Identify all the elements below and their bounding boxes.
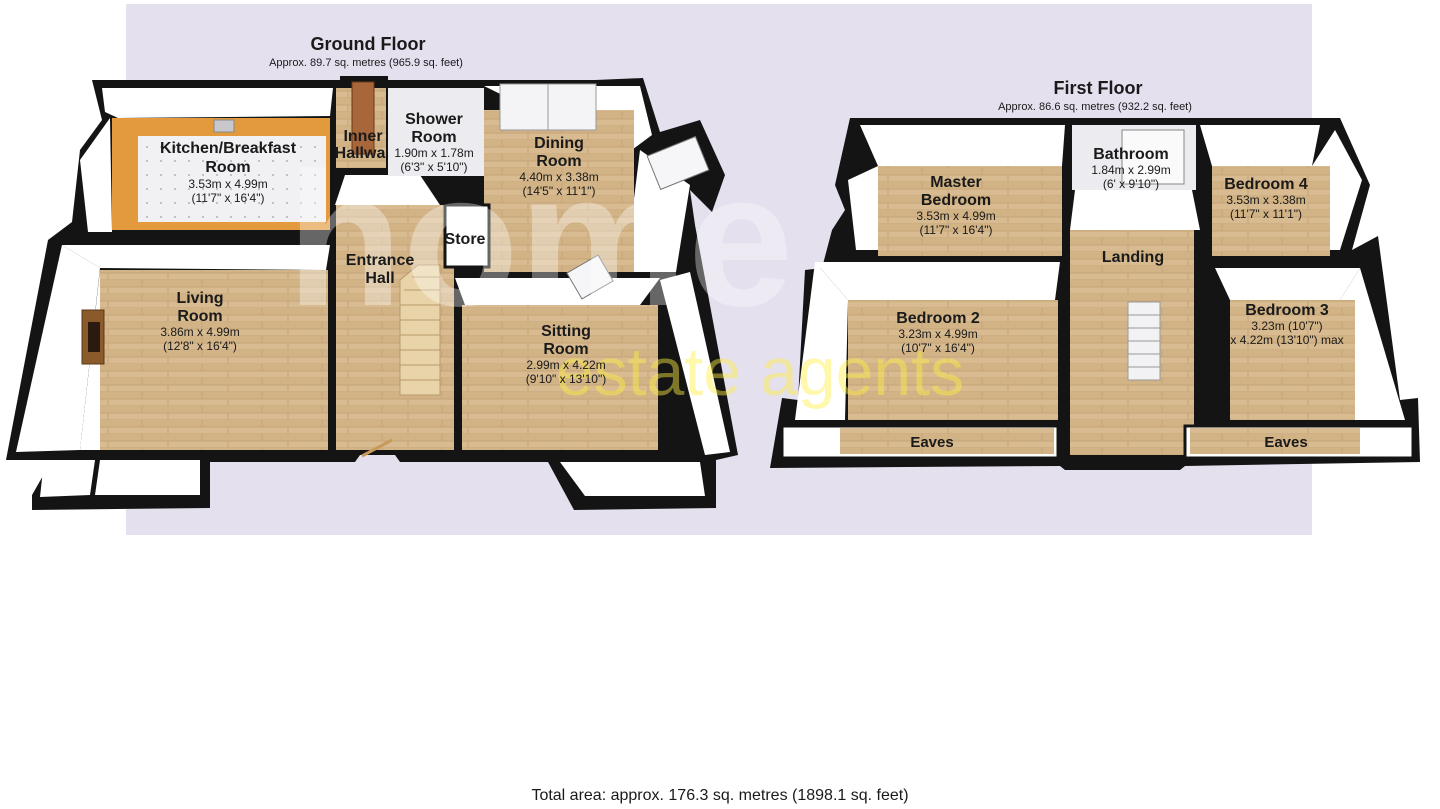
entrance-hall-label-2: Hall bbox=[365, 270, 394, 287]
sitting-room-label: Sitting bbox=[541, 323, 591, 340]
watermark-line1: home bbox=[287, 134, 794, 346]
kitchen-sink bbox=[213, 119, 235, 133]
sitting-window-icon bbox=[566, 254, 614, 300]
wall-face bbox=[1215, 268, 1360, 300]
wall-face bbox=[660, 272, 730, 455]
bedroom4-dims-imperial: (11'7" x 11'1") bbox=[1230, 207, 1302, 221]
first-floor-title: First Floor bbox=[1054, 78, 1143, 98]
wall-face bbox=[860, 125, 1065, 166]
master-bedroom-label: Master bbox=[930, 174, 982, 191]
bedroom4-floor bbox=[1212, 166, 1330, 256]
kitchen-floor bbox=[138, 136, 326, 222]
kitchen-dims: 3.53m x 4.99m bbox=[188, 177, 267, 191]
ground-floor-title: Ground Floor bbox=[311, 34, 426, 54]
eaves-right-floor bbox=[1190, 428, 1360, 454]
inner-hallway-label-2: Hallwa bbox=[335, 145, 386, 162]
dining-window-icon bbox=[646, 135, 710, 191]
shower-room-label-2: Room bbox=[411, 129, 456, 146]
bedroom3-dims-imperial: x 4.22m (13'10") max bbox=[1230, 333, 1343, 347]
bathroom-dims: 1.84m x 2.99m bbox=[1091, 163, 1170, 177]
bedroom2-floor bbox=[848, 300, 1058, 420]
store-floor bbox=[443, 203, 491, 269]
wall-face bbox=[848, 166, 878, 250]
fireplace-inner bbox=[88, 322, 100, 352]
wall-face bbox=[80, 118, 112, 232]
dining-room-floor bbox=[484, 110, 634, 272]
wall-face bbox=[95, 460, 200, 495]
sitting-room-dims: 2.99m x 4.22m bbox=[526, 358, 605, 372]
wall-face bbox=[815, 262, 1060, 300]
kitchen-dims-imperial: (11'7" x 16'4") bbox=[192, 191, 265, 205]
stair-treads bbox=[400, 276, 440, 381]
wall-face bbox=[1200, 125, 1320, 166]
master-bedroom-label-2: Bedroom bbox=[921, 192, 991, 209]
watermark-logo: home estate agents bbox=[287, 134, 965, 410]
watermark-line2: estate agents bbox=[556, 334, 964, 410]
shower-room-dims-imperial: (6'3" x 5'10") bbox=[400, 160, 467, 174]
shower-room-floor bbox=[388, 88, 484, 176]
entrance-hall-label: Entrance bbox=[346, 252, 415, 269]
wall-face bbox=[16, 245, 100, 452]
master-bedroom-dims: 3.53m x 4.99m bbox=[916, 209, 995, 223]
living-room-dims: 3.86m x 4.99m bbox=[160, 325, 239, 339]
living-room-dims-imperial: (12'8" x 16'4") bbox=[163, 339, 237, 353]
store-label: Store bbox=[445, 231, 486, 248]
sitting-room-label-2: Room bbox=[543, 341, 588, 358]
bedroom4-dims: 3.53m x 3.38m bbox=[1226, 193, 1305, 207]
wall-face bbox=[455, 278, 660, 305]
bathroom-dims-imperial: (6' x 9'10") bbox=[1103, 177, 1159, 191]
landing-stair-treads bbox=[1128, 314, 1160, 368]
wall-face bbox=[40, 460, 95, 497]
ground-floor-plan bbox=[6, 76, 738, 510]
inner-hallway-label: Inner bbox=[343, 128, 382, 145]
living-room-label: Living bbox=[176, 290, 223, 307]
eaves-left-label: Eaves bbox=[910, 434, 953, 451]
dining-room-label: Dining bbox=[534, 135, 584, 152]
bedroom2-dims-imperial: (10'7" x 16'4") bbox=[901, 341, 975, 355]
shower-room-label: Shower bbox=[405, 111, 463, 128]
dining-room-label-2: Room bbox=[536, 153, 581, 170]
ground-floor-area: Approx. 89.7 sq. metres (965.9 sq. feet) bbox=[269, 57, 463, 69]
shower-room-dims: 1.90m x 1.78m bbox=[394, 146, 473, 160]
wall-face bbox=[1340, 268, 1405, 420]
wall-face bbox=[102, 88, 333, 118]
eaves-left-floor bbox=[840, 428, 1054, 454]
wall-face bbox=[560, 462, 705, 496]
bedroom3-label: Bedroom 3 bbox=[1245, 302, 1329, 319]
dining-room-dims: 4.40m x 3.38m bbox=[519, 170, 598, 184]
bath-icon bbox=[1121, 129, 1185, 185]
landing-label: Landing bbox=[1102, 249, 1164, 266]
kitchen-label: Kitchen/Breakfast bbox=[160, 140, 297, 157]
total-area-caption: Total area: approx. 176.3 sq. metres (18… bbox=[531, 787, 909, 804]
eaves-right-label: Eaves bbox=[1264, 434, 1307, 451]
living-room-label-2: Room bbox=[177, 308, 222, 325]
bathroom-label: Bathroom bbox=[1093, 146, 1169, 163]
front-door bbox=[361, 438, 393, 458]
sitting-room-floor bbox=[462, 305, 658, 450]
wall-face bbox=[1070, 190, 1200, 230]
kitchen-label-2: Room bbox=[205, 159, 250, 176]
first-floor-area: Approx. 86.6 sq. metres (932.2 sq. feet) bbox=[998, 101, 1192, 113]
first-floor-plan bbox=[770, 118, 1420, 470]
bedroom3-dims: 3.23m (10'7") bbox=[1251, 319, 1322, 333]
bedroom2-dims: 3.23m x 4.99m bbox=[898, 327, 977, 341]
sitting-room-dims-imperial: (9'10" x 13'10") bbox=[526, 372, 606, 386]
bedroom2-label: Bedroom 2 bbox=[896, 310, 980, 327]
bedroom3-floor bbox=[1230, 300, 1355, 420]
living-room-floor bbox=[100, 270, 328, 450]
master-bedroom-dims-imperial: (11'7" x 16'4") bbox=[920, 223, 993, 237]
bedroom4-label: Bedroom 4 bbox=[1224, 176, 1308, 193]
wall-face bbox=[335, 175, 440, 205]
staircase-icon bbox=[399, 264, 441, 396]
inner-door-icon bbox=[351, 81, 375, 155]
wall-face bbox=[62, 245, 330, 270]
master-bedroom-floor bbox=[878, 166, 1062, 256]
wall-face bbox=[795, 262, 848, 420]
dining-room-dims-imperial: (14'5" x 11'1") bbox=[523, 184, 596, 198]
